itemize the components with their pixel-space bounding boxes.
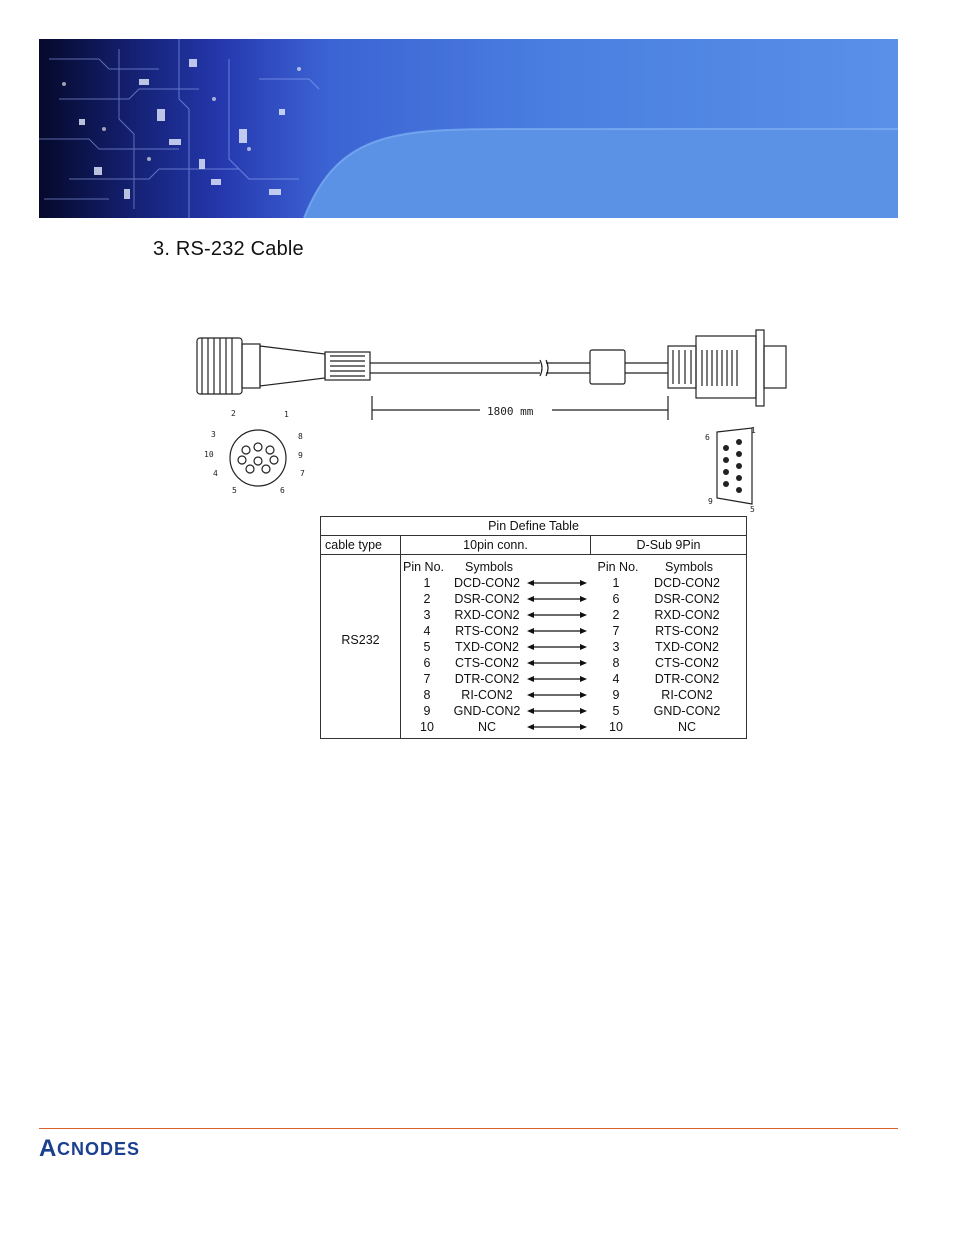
- right-symbols-label: Symbols: [665, 560, 713, 574]
- pin-label: 1: [751, 426, 756, 435]
- left-pin-symbol: CTS-CON2: [455, 656, 519, 670]
- pin-label: 10: [204, 450, 214, 459]
- left-pin-number: 10: [420, 720, 434, 734]
- left-pin-number: 6: [423, 656, 431, 670]
- pin-label: 3: [211, 430, 216, 439]
- left-pin-number: 2: [423, 592, 431, 606]
- svg-text:A: A: [39, 1136, 57, 1160]
- right-pin-number: 4: [612, 672, 620, 686]
- left-pin-symbol: DSR-CON2: [454, 592, 520, 606]
- pin-label: 8: [298, 432, 303, 441]
- double-arrow-icon: [521, 575, 593, 591]
- right-pin-symbol: RTS-CON2: [655, 624, 719, 638]
- right-pin-symbol: RXD-CON2: [654, 608, 720, 622]
- left-pin-symbol: TXD-CON2: [455, 640, 519, 654]
- table-row: 10 NC 10 NC: [401, 719, 746, 735]
- double-arrow-icon: [521, 607, 593, 623]
- left-pin-number: 8: [423, 688, 431, 702]
- left-pin-symbol: GND-CON2: [453, 704, 521, 718]
- table-row: 8 RI-CON2 9 RI-CON2: [401, 687, 746, 703]
- section-title: 3. RS-232 Cable: [153, 238, 304, 260]
- left-pin-number: 1: [423, 576, 431, 590]
- right-pin-number: 1: [612, 576, 620, 590]
- double-arrow-icon: [521, 623, 593, 639]
- right-pin-number: 9: [612, 688, 620, 702]
- table-row: 2 DSR-CON2 6 DSR-CON2: [401, 591, 746, 607]
- pin-label: 6: [280, 486, 285, 495]
- pin-label: 4: [213, 469, 218, 478]
- table-row: 7 DTR-CON2 4 DTR-CON2: [401, 671, 746, 687]
- cable-length-label: 1800 mm: [487, 405, 534, 418]
- left-symbols-label: Symbols: [465, 560, 513, 574]
- left-pin-number: 4: [423, 624, 431, 638]
- right-pin-number: 2: [612, 608, 620, 622]
- pin-label: 9: [708, 497, 713, 506]
- left-pin-symbol: DTR-CON2: [454, 672, 520, 686]
- double-arrow-icon: [521, 703, 593, 719]
- pin-label: 2: [231, 409, 236, 418]
- left-pin-number: 5: [423, 640, 431, 654]
- right-connector-header: D-Sub 9Pin: [636, 538, 701, 552]
- left-pin-symbol: NC: [477, 720, 497, 734]
- left-pin-no-label: Pin No.: [403, 560, 444, 574]
- pin-label: 9: [298, 451, 303, 460]
- double-arrow-icon: [521, 655, 593, 671]
- right-pin-symbol: NC: [677, 720, 697, 734]
- right-pin-number: 7: [612, 624, 620, 638]
- double-arrow-icon: [521, 591, 593, 607]
- right-pin-number: 6: [612, 592, 620, 606]
- right-pin-symbol: TXD-CON2: [655, 640, 719, 654]
- table-row: 1 DCD-CON2 1 DCD-CON2: [401, 575, 746, 591]
- left-pin-number: 7: [423, 672, 431, 686]
- cable-diagram: 1800 mm 2 1 3 8 10 9 4 7 5 6 1 6 9 5: [180, 320, 800, 520]
- table-row: 6 CTS-CON2 8 CTS-CON2: [401, 655, 746, 671]
- pin-columns-header: Pin No. Symbols Pin No. Symbols: [401, 559, 746, 575]
- logo-wordmark: A CNODES: [39, 1135, 140, 1162]
- table-row: 5 TXD-CON2 3 TXD-CON2: [401, 639, 746, 655]
- right-pin-symbol: DTR-CON2: [654, 672, 720, 686]
- pin-label: 5: [232, 486, 237, 495]
- left-pin-symbol: RTS-CON2: [455, 624, 519, 638]
- double-arrow-icon: [521, 671, 593, 687]
- footer-divider: [39, 1128, 898, 1129]
- right-pin-number: 8: [612, 656, 620, 670]
- left-pin-number: 3: [423, 608, 431, 622]
- pin-label: 7: [300, 469, 305, 478]
- right-pin-number: 3: [612, 640, 620, 654]
- right-pin-symbol: CTS-CON2: [655, 656, 719, 670]
- right-pin-no-label: Pin No.: [597, 560, 639, 574]
- left-pin-number: 9: [423, 704, 431, 718]
- right-pin-symbol: GND-CON2: [653, 704, 721, 718]
- circuit-board-image: [39, 39, 898, 218]
- pin-mapping-list: Pin No. Symbols Pin No. Symbols 1 DCD-CON…: [401, 555, 746, 738]
- table-row: 9 GND-CON2 5 GND-CON2: [401, 703, 746, 719]
- table-title-row: Pin Define Table: [321, 517, 746, 536]
- pin-label: 6: [705, 433, 710, 442]
- right-pin-symbol: DSR-CON2: [654, 592, 720, 606]
- right-pin-number: 5: [612, 704, 620, 718]
- table-row: 4 RTS-CON2 7 RTS-CON2: [401, 623, 746, 639]
- right-pin-number: 10: [609, 720, 623, 734]
- left-connector-header: 10pin conn.: [401, 536, 591, 554]
- svg-text:CNODES: CNODES: [57, 1139, 140, 1159]
- left-pin-symbol: RXD-CON2: [454, 608, 520, 622]
- table-title: Pin Define Table: [488, 519, 579, 533]
- cable-type-value: RS232: [321, 555, 401, 738]
- double-arrow-icon: [521, 719, 593, 735]
- pin-label: 1: [284, 410, 289, 419]
- table-header-row: cable type 10pin conn. D-Sub 9Pin: [321, 536, 746, 555]
- pin-define-table: Pin Define Table cable type 10pin conn. …: [320, 516, 747, 739]
- right-pin-symbol: RI-CON2: [661, 688, 713, 702]
- left-pin-symbol: RI-CON2: [461, 688, 513, 702]
- right-pin-symbol: DCD-CON2: [654, 576, 720, 590]
- header-banner: [39, 39, 898, 218]
- table-row: 3 RXD-CON2 2 RXD-CON2: [401, 607, 746, 623]
- cable-type-header: cable type: [321, 536, 401, 554]
- double-arrow-icon: [521, 687, 593, 703]
- acnodes-logo: A CNODES: [39, 1135, 195, 1166]
- left-pin-symbol: DCD-CON2: [454, 576, 520, 590]
- pin-label: 5: [750, 505, 755, 514]
- double-arrow-icon: [521, 639, 593, 655]
